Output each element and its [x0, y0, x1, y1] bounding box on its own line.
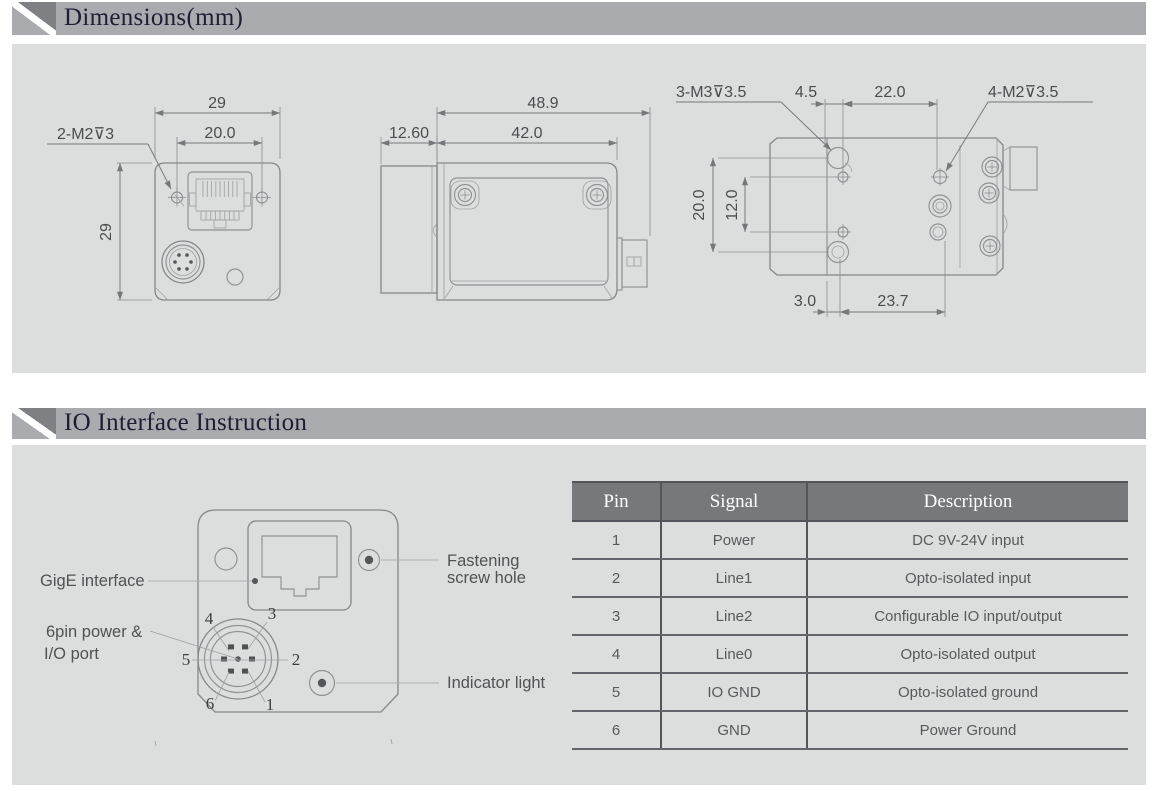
- dim-bottom-inner-height: 12.0: [724, 189, 741, 220]
- section-title-io: IO Interface Instruction: [64, 408, 308, 436]
- section-title-dimensions: Dimensions(mm): [64, 3, 244, 31]
- signal-cell: Line2: [661, 597, 808, 636]
- label-fastening-line2: screw hole: [447, 569, 526, 587]
- signal-cell: GND: [661, 711, 808, 750]
- io-rear-diagram: 4 3 5 2 6 1 GigE interface 6pin power & …: [40, 509, 546, 747]
- label-indicator-light: Indicator light: [447, 674, 546, 692]
- pin-number-3: 3: [268, 604, 277, 623]
- label-6pin-power-line1: 6pin power &: [46, 623, 142, 641]
- col-header-description: Description: [807, 482, 1128, 522]
- io-fastening-screw: [357, 548, 381, 572]
- io-indicator-light: [308, 669, 336, 697]
- io-table-container: Pin Signal Description 1 Power DC 9V-24V…: [572, 481, 1128, 750]
- label-bottom-screw-left: 3-M3⊽3.5: [676, 84, 747, 101]
- front-body-outline: [154, 162, 281, 301]
- side-body-outline: [436, 162, 618, 301]
- bottom-rear-connector: [1002, 146, 1038, 235]
- front-screw-holes: [168, 188, 271, 207]
- pin-cell: 6: [572, 711, 662, 750]
- description-cell: Opto-isolated ground: [807, 673, 1128, 712]
- side-lens-block: [380, 165, 438, 294]
- section-corner-decoration: [12, 2, 56, 35]
- dim-side-lens: 12.60: [389, 125, 429, 142]
- front-indicator-hole: [226, 268, 244, 286]
- front-view: 29 20.0 29 2-M2⊽3: [47, 95, 281, 301]
- dim-front-height: 29: [98, 223, 115, 241]
- description-cell: Opto-isolated input: [807, 559, 1128, 598]
- bottom-view: 3-M3⊽3.5 4-M2⊽3.5 4.5 22.0 20.: [676, 84, 1093, 317]
- dim-bottom-height: 20.0: [691, 189, 708, 220]
- description-cell: Configurable IO input/output: [807, 597, 1128, 636]
- dim-front-width: 29: [208, 95, 226, 112]
- dim-bottom-span: 22.0: [874, 84, 905, 101]
- signal-cell: Power: [661, 521, 808, 560]
- pin-cell: 2: [572, 559, 662, 598]
- dimensions-panel: 29 20.0 29 2-M2⊽3: [12, 44, 1146, 373]
- bottom-body-outline: [769, 137, 1004, 276]
- label-front-screw: 2-M2⊽3: [57, 126, 114, 143]
- section-corner-decoration: [12, 408, 56, 439]
- front-rj45-port: [187, 171, 253, 231]
- pin-cell: 5: [572, 673, 662, 712]
- io-camera-outline: [197, 509, 399, 713]
- col-header-pin: Pin: [572, 482, 662, 522]
- section-header-dimensions: Dimensions(mm): [12, 2, 1146, 35]
- pin-cell: 3: [572, 597, 662, 636]
- side-rear-connector: [616, 237, 648, 291]
- io-top-hole: [214, 547, 238, 571]
- dim-bottom-offset: 4.5: [795, 84, 817, 101]
- pin-number-6: 6: [206, 694, 215, 713]
- table-row: 2 Line1 Opto-isolated input: [572, 559, 1128, 598]
- signal-cell: Line0: [661, 635, 808, 674]
- dim-side-total: 48.9: [527, 95, 558, 112]
- table-header-row: Pin Signal Description: [572, 482, 1128, 522]
- description-cell: DC 9V-24V input: [807, 521, 1128, 560]
- label-6pin-power-line2: I/O port: [44, 645, 99, 663]
- dimensions-drawing: 29 20.0 29 2-M2⊽3: [47, 84, 1093, 317]
- table-row: 3 Line2 Configurable IO input/output: [572, 597, 1128, 636]
- io-rj45-port: [247, 520, 352, 611]
- bottom-screws: [826, 146, 1003, 264]
- table-row: 1 Power DC 9V-24V input: [572, 521, 1128, 560]
- pin-number-4: 4: [205, 609, 214, 628]
- side-view: 48.9 12.60 42.0: [380, 95, 651, 301]
- col-header-signal: Signal: [661, 482, 808, 522]
- signal-cell: IO GND: [661, 673, 808, 712]
- table-row: 5 IO GND Opto-isolated ground: [572, 673, 1128, 712]
- pin-number-2: 2: [292, 650, 301, 669]
- label-bottom-screw-right: 4-M2⊽3.5: [988, 84, 1059, 101]
- side-screws: [450, 180, 612, 210]
- description-cell: Opto-isolated output: [807, 635, 1128, 674]
- dim-front-mount-width: 20.0: [204, 125, 235, 142]
- section-header-io: IO Interface Instruction: [12, 408, 1146, 439]
- front-6pin-connector: [161, 240, 205, 284]
- table-row: 4 Line0 Opto-isolated output: [572, 635, 1128, 674]
- pin-cell: 4: [572, 635, 662, 674]
- pin-number-5: 5: [182, 650, 191, 669]
- dim-bottom-span-bottom: 23.7: [877, 293, 908, 310]
- io-panel: 4 3 5 2 6 1 GigE interface 6pin power & …: [12, 445, 1146, 785]
- label-fastening-line1: Fastening: [447, 552, 519, 570]
- label-gige-interface: GigE interface: [40, 572, 145, 590]
- dim-bottom-offset-bottom: 3.0: [794, 293, 816, 310]
- signal-cell: Line1: [661, 559, 808, 598]
- pin-number-1: 1: [266, 695, 275, 714]
- table-row: 6 GND Power Ground: [572, 711, 1128, 750]
- io-6pin-connector: [197, 618, 279, 700]
- io-pin-table: Pin Signal Description 1 Power DC 9V-24V…: [572, 481, 1128, 750]
- pin-cell: 1: [572, 521, 662, 560]
- description-cell: Power Ground: [807, 711, 1128, 750]
- dim-side-body: 42.0: [511, 125, 542, 142]
